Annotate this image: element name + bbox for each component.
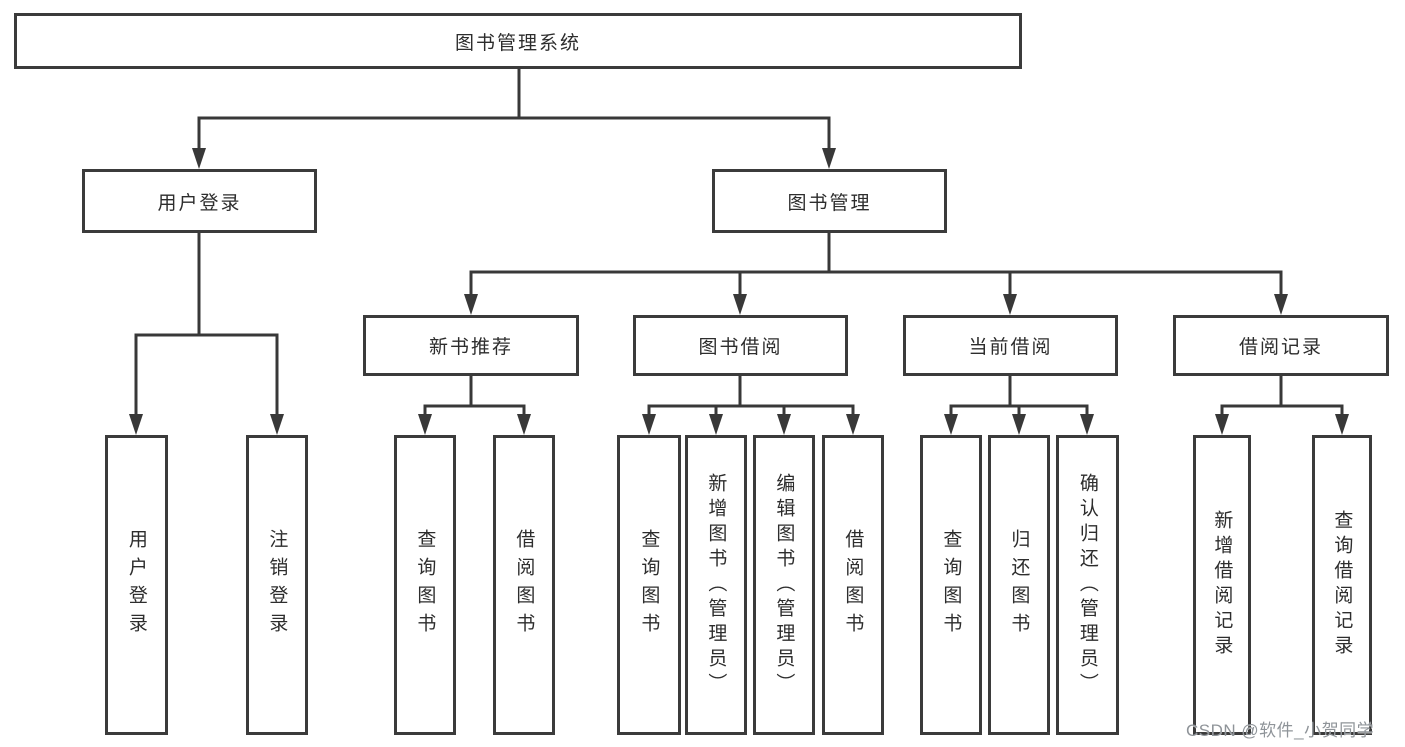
leaf-label: 借阅图书 — [842, 529, 864, 641]
leaf-label: 编辑图书（管理员） — [773, 472, 795, 698]
leaf-query-books-recommend: 查询图书 — [394, 435, 456, 735]
node-user-login: 用户登录 — [82, 169, 317, 233]
leaf-add-borrow-record: 新增借阅记录 — [1193, 435, 1251, 735]
node-label: 当前借阅 — [968, 337, 1053, 358]
leaf-query-books-current: 查询图书 — [920, 435, 982, 735]
node-new-book-recommend: 新书推荐 — [363, 315, 579, 376]
node-current-borrow: 当前借阅 — [903, 315, 1118, 376]
leaf-label: 查询图书 — [414, 529, 436, 641]
leaf-confirm-return-admin: 确认归还（管理员） — [1056, 435, 1119, 735]
node-label: 借阅记录 — [1238, 337, 1323, 358]
node-label: 新书推荐 — [428, 337, 513, 358]
leaf-label: 查询借阅记录 — [1331, 510, 1353, 660]
leaf-label: 注销登录 — [266, 529, 288, 641]
leaf-label: 查询图书 — [638, 529, 660, 641]
node-label: 用户登录 — [157, 192, 242, 214]
leaf-logout: 注销登录 — [246, 435, 308, 735]
node-label: 图书管理系统 — [454, 32, 581, 54]
leaf-borrow-books-recommend: 借阅图书 — [493, 435, 555, 735]
node-label: 图书管理 — [787, 192, 872, 214]
leaf-label: 新增图书（管理员） — [705, 472, 727, 698]
node-label: 图书借阅 — [698, 337, 783, 358]
leaf-label: 用户登录 — [125, 529, 147, 641]
leaf-label: 借阅图书 — [513, 529, 535, 641]
leaf-query-books-borrow: 查询图书 — [617, 435, 681, 735]
csdn-watermark: CSDN @软件_小贺同学 — [1186, 721, 1375, 740]
leaf-label: 确认归还（管理员） — [1076, 472, 1098, 698]
node-book-borrow: 图书借阅 — [633, 315, 848, 376]
leaf-return-book: 归还图书 — [988, 435, 1050, 735]
leaf-label: 新增借阅记录 — [1211, 510, 1233, 660]
node-book-management: 图书管理 — [712, 169, 947, 233]
node-library-management-system: 图书管理系统 — [14, 13, 1022, 69]
leaf-label: 查询图书 — [940, 529, 962, 641]
leaf-label: 归还图书 — [1008, 529, 1030, 641]
leaf-edit-book-admin: 编辑图书（管理员） — [753, 435, 815, 735]
leaf-add-book-admin: 新增图书（管理员） — [685, 435, 747, 735]
leaf-user-login: 用户登录 — [105, 435, 168, 735]
node-borrow-records: 借阅记录 — [1173, 315, 1389, 376]
leaf-query-borrow-record: 查询借阅记录 — [1312, 435, 1372, 735]
arrowheads — [129, 148, 1349, 435]
leaf-borrow-books: 借阅图书 — [822, 435, 884, 735]
